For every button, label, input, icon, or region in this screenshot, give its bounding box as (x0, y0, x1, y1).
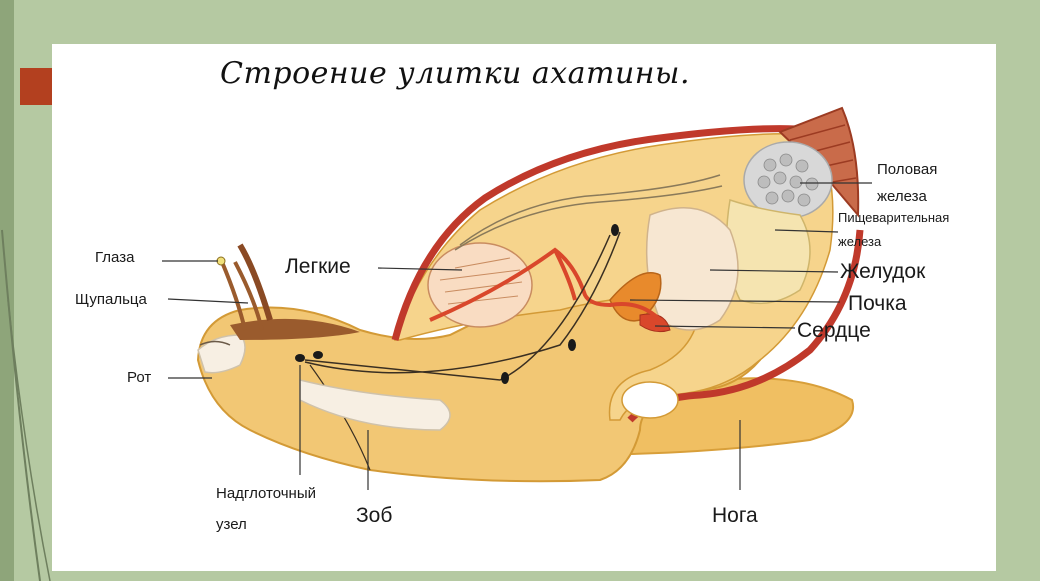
eye-dot (217, 257, 225, 265)
gonad-organ (744, 142, 832, 218)
label-gonad-line1: Половая (877, 162, 937, 177)
label-ganglion-line1: Надглоточный (216, 486, 316, 501)
stomach-organ (647, 208, 738, 330)
label-digestive-line2: железа (838, 235, 881, 248)
label-crop: Зоб (356, 505, 392, 526)
label-digestive-line1: Пищеварительная (838, 211, 949, 224)
label-mouth: Рот (127, 370, 151, 385)
label-heart: Сердце (797, 320, 871, 341)
label-eyes: Глаза (95, 250, 134, 265)
label-ganglion-line2: узел (216, 517, 247, 532)
label-stomach: Желудок (840, 261, 925, 282)
digestive-gland (727, 200, 810, 303)
shell-opening (622, 382, 678, 418)
label-kidney: Почка (848, 293, 907, 314)
label-gonad-line2: железа (877, 189, 927, 204)
label-foot: Нога (712, 505, 758, 526)
label-lungs: Легкие (285, 256, 351, 277)
label-tentacles: Щупальца (75, 292, 147, 307)
